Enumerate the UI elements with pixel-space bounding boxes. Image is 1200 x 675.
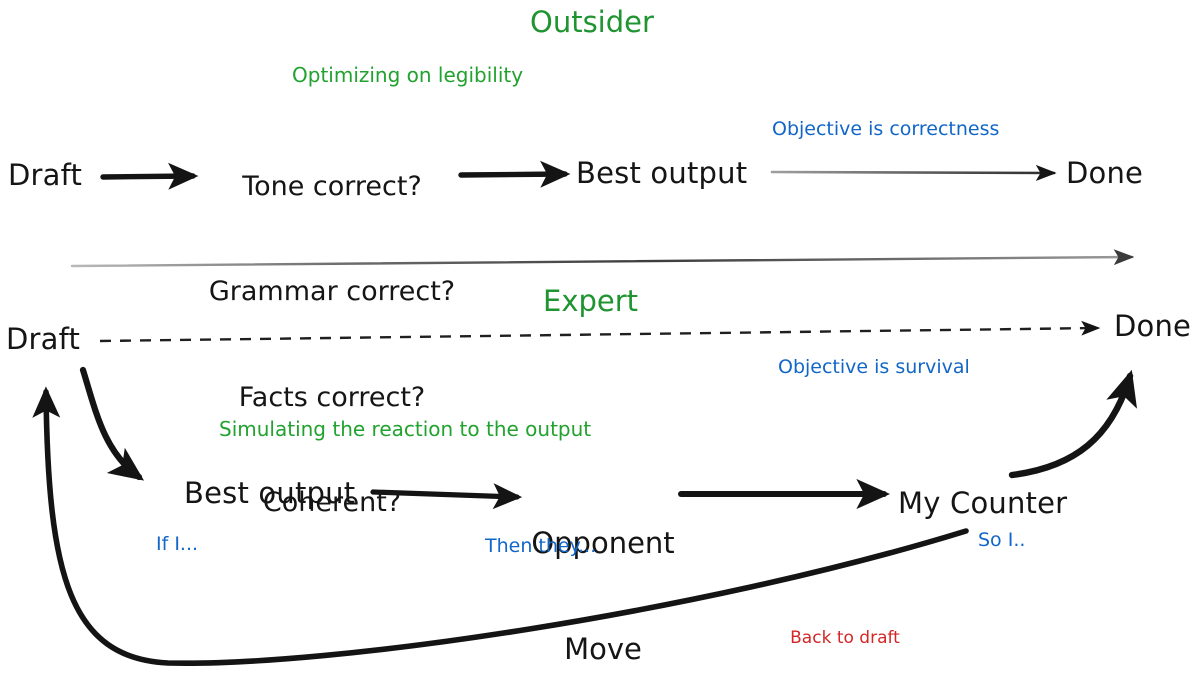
note-optimizing-on-legibility: Optimizing on legibility (292, 63, 524, 87)
arrow-draft-to-checklist (100, 162, 199, 190)
node-expert-draft: Draft (6, 322, 81, 356)
arrow-my-counter-to-done-curve (1008, 369, 1137, 479)
arrow-best-output-to-done (770, 164, 1057, 181)
section-title-outsider: Outsider (530, 5, 654, 39)
checklist-item-coherent: Coherent? (262, 487, 402, 519)
checklist-item-grammar: Grammar correct? (208, 276, 456, 308)
note-if-i: If I... (156, 533, 199, 555)
node-expert-done: Done (1114, 309, 1192, 343)
note-back-to-draft: Back to draft if not good (768, 581, 922, 675)
arrow-checklist-to-best-output (458, 160, 571, 188)
note-so-i: So I.. (978, 529, 1026, 551)
checklist-item-facts: Facts correct? (238, 381, 426, 413)
node-my-counter: My Counter (898, 486, 1068, 520)
back-to-draft-line-1: Back to draft (790, 627, 900, 648)
note-then-they: Then they... (485, 535, 597, 557)
node-outsider-draft: Draft (8, 158, 83, 192)
node-outsider-best-output: Best output (576, 156, 748, 190)
note-objective-is-survival: Objective is survival (778, 356, 970, 378)
opponent-move-line-2: Move (564, 631, 642, 666)
node-outsider-done: Done (1066, 156, 1144, 190)
node-opponent-move: Opponent Move (528, 455, 678, 675)
opponent-move-line-1: Opponent (531, 525, 675, 560)
arrow-draft-to-best-output-curve (79, 366, 145, 481)
note-simulating-reaction: Simulating the reaction to the output (219, 417, 592, 441)
note-objective-is-correctness: Objective is correctness (772, 118, 1000, 140)
node-expert-best-output: Best output (184, 476, 356, 510)
checklist-item-tone: Tone correct? (242, 171, 422, 203)
outsider-checklist: Tone correct? Grammar correct? Facts cor… (200, 99, 464, 590)
section-title-expert: Expert (543, 284, 639, 318)
